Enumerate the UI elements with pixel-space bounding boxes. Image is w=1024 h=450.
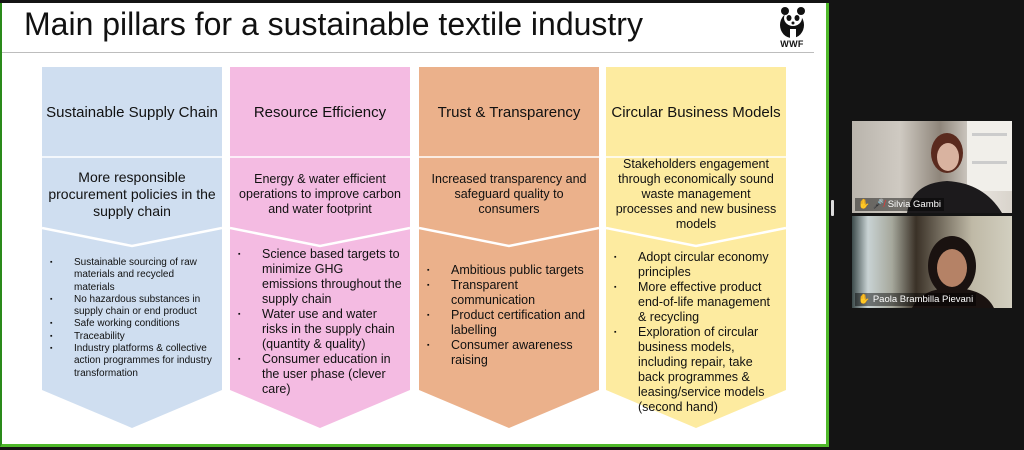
raised-hand-icon: ✋ bbox=[858, 199, 870, 210]
section-separators bbox=[419, 156, 599, 248]
pillar-bullet: Transparent communication bbox=[427, 278, 591, 308]
pillar-header: Sustainable Supply Chain bbox=[46, 103, 218, 121]
pillar-column-supply-chain: Sustainable Supply Chain More responsibl… bbox=[42, 67, 222, 428]
pillar-bullet: Consumer education in the user phase (cl… bbox=[238, 352, 402, 397]
presentation-slide: Main pillars for a sustainable textile i… bbox=[0, 3, 829, 447]
pillar-bullet: No hazardous substances in supply chain … bbox=[50, 294, 214, 319]
wwf-panda-logo: WWF bbox=[774, 5, 810, 49]
pillar-column-circular-business: Circular Business Models Stakeholders en… bbox=[606, 67, 786, 428]
pillar-bullet: Product certification and labelling bbox=[427, 308, 591, 338]
participant-name: Silvia Gambi bbox=[887, 199, 942, 210]
pillar-bullet-list: Science based targets to minimize GHG em… bbox=[238, 247, 402, 397]
pillar-bullet-list: Adopt circular economy principlesMore ef… bbox=[614, 250, 778, 415]
participant-name: Paola Brambilla Pievani bbox=[872, 294, 974, 305]
pillar-bullet: Industry platforms & collective action p… bbox=[50, 343, 214, 380]
title-divider bbox=[2, 52, 814, 53]
pillar-header: Resource Efficiency bbox=[253, 103, 387, 121]
video-tile-silvia-gambi[interactable]: ✋ 🎤̸ Silvia Gambi bbox=[852, 121, 1012, 213]
muted-mic-icon: 🎤̸ bbox=[872, 199, 885, 210]
pillar-bullet: Exploration of circular business models,… bbox=[614, 325, 778, 415]
pillar-bullet: Ambitious public targets bbox=[427, 263, 591, 278]
section-separators bbox=[606, 156, 786, 248]
pillar-column-resource-efficiency: Resource Efficiency Energy & water effic… bbox=[230, 67, 410, 428]
pillar-bullet-list: Ambitious public targetsTransparent comm… bbox=[427, 263, 591, 368]
pillar-bullet: Traceability bbox=[50, 331, 214, 344]
pillar-header: Trust & Transparency bbox=[437, 103, 581, 121]
pillar-bullet-list: Sustainable sourcing of raw materials an… bbox=[50, 257, 214, 380]
participant-label: ✋ 🎤̸ Silvia Gambi bbox=[855, 198, 945, 211]
pillar-column-trust-transparency: Trust & Transparency Increased transpare… bbox=[419, 67, 599, 428]
wwf-logo-text: WWF bbox=[780, 39, 804, 49]
pillar-summary: Increased transparency and safeguard qua… bbox=[431, 171, 587, 216]
video-tile-paola-brambilla-pievani[interactable]: ✋ Paola Brambilla Pievani bbox=[852, 216, 1012, 308]
pillar-bullet: Adopt circular economy principles bbox=[614, 250, 778, 280]
pillar-summary: More responsible procurement policies in… bbox=[48, 168, 216, 219]
pillar-bullet: More effective product end-of-life manag… bbox=[614, 280, 778, 325]
pillar-bullet: Consumer awareness raising bbox=[427, 338, 591, 368]
pillar-bullet: Sustainable sourcing of raw materials an… bbox=[50, 257, 214, 294]
raised-hand-icon: ✋ bbox=[858, 294, 870, 305]
pillar-bullet: Safe working conditions bbox=[50, 318, 214, 331]
panel-resize-handle[interactable] bbox=[831, 200, 834, 216]
pillar-bullet: Science based targets to minimize GHG em… bbox=[238, 247, 402, 307]
section-separators bbox=[42, 156, 222, 248]
slide-title: Main pillars for a sustainable textile i… bbox=[24, 6, 643, 42]
pillar-summary: Stakeholders engagement through economic… bbox=[615, 156, 777, 231]
section-separators bbox=[230, 156, 410, 248]
pillar-header: Circular Business Models bbox=[611, 103, 781, 121]
participant-label: ✋ Paola Brambilla Pievani bbox=[855, 293, 977, 306]
pillar-bullet: Water use and water risks in the supply … bbox=[238, 307, 402, 352]
pillar-summary: Energy & water efficient operations to i… bbox=[239, 171, 401, 216]
